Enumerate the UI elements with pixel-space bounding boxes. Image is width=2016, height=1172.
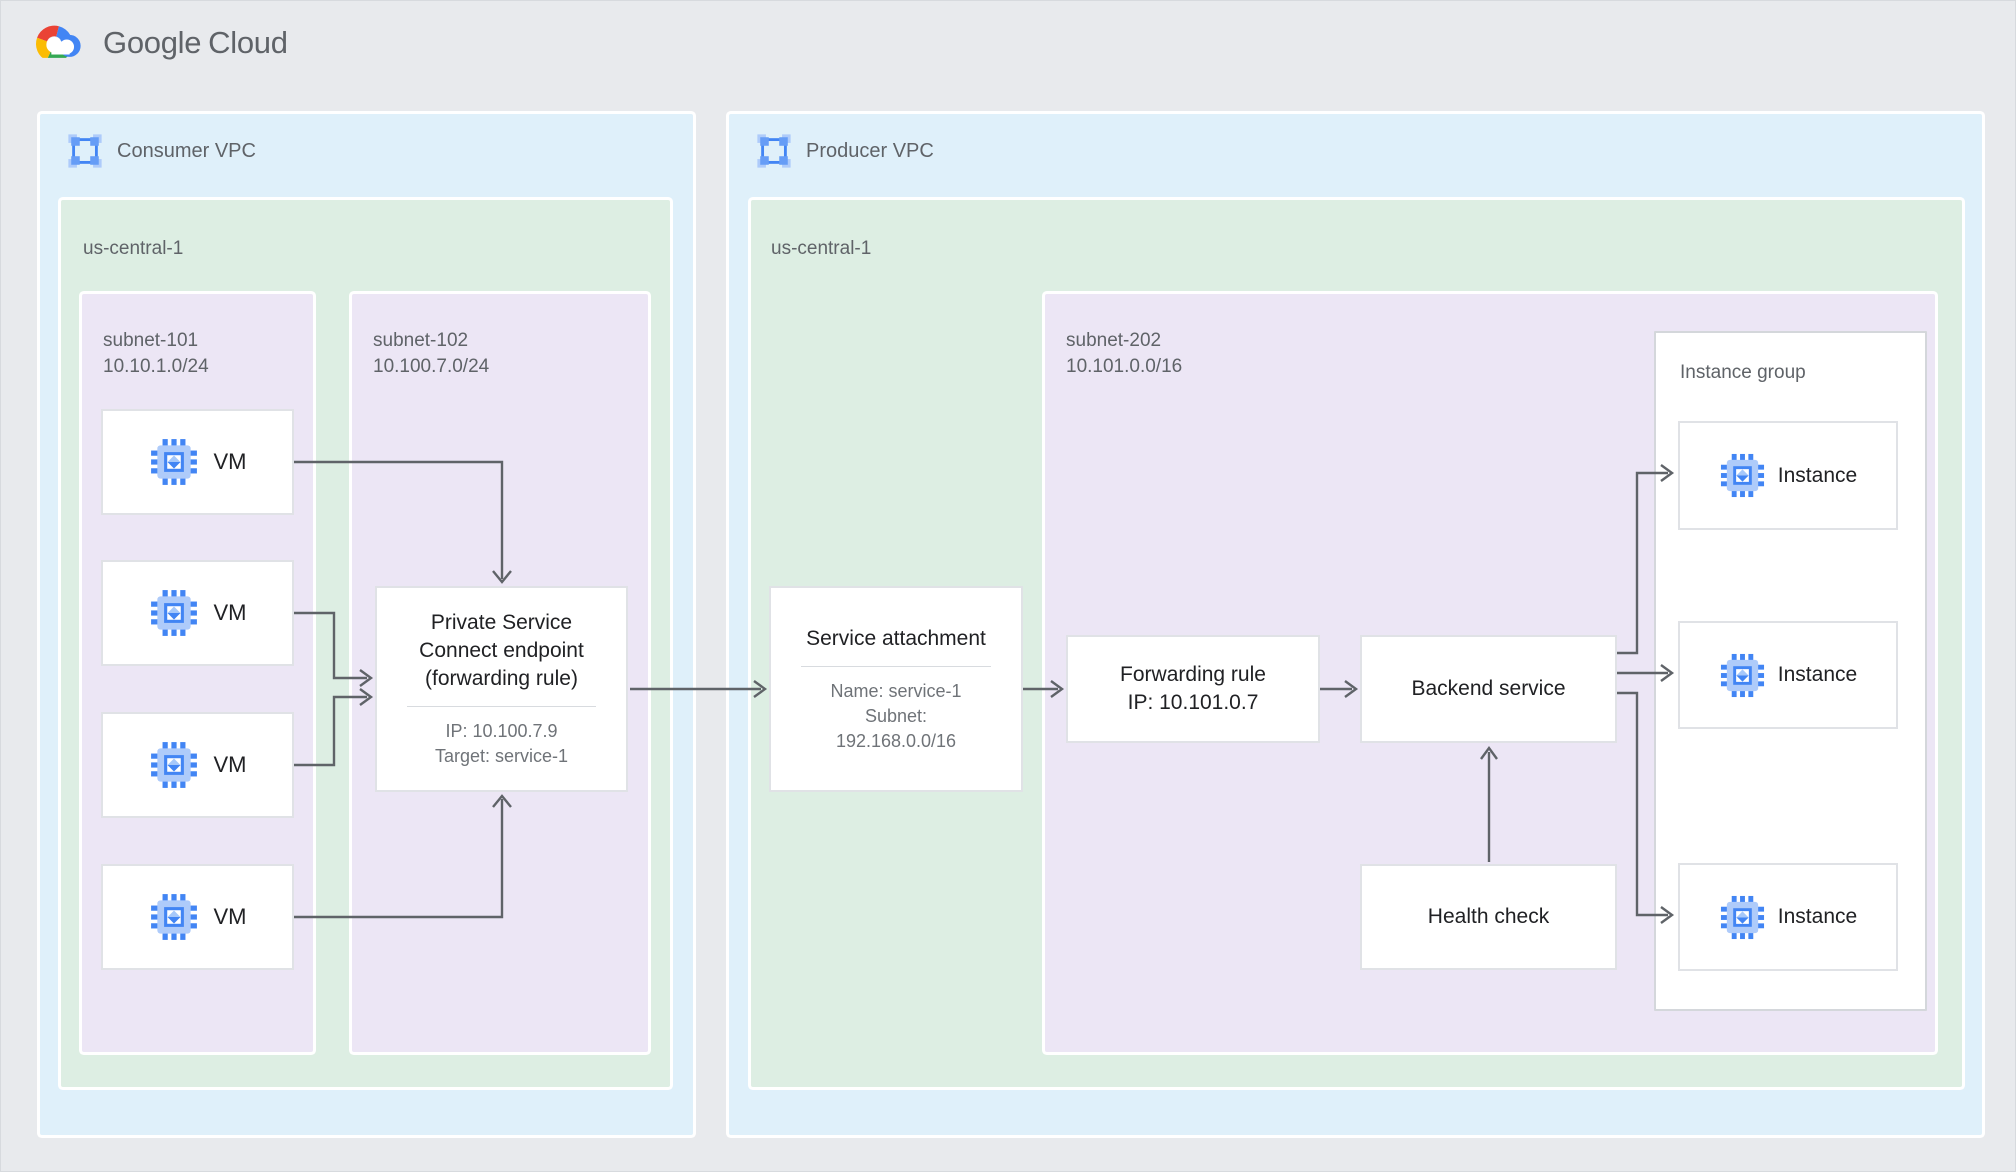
vm-label: VM [213, 752, 247, 777]
subnet-101-label: subnet-101 10.10.1.0/24 [103, 328, 209, 380]
subnet-101-name: subnet-101 [103, 330, 199, 351]
psc-endpoint-ip: IP: 10.100.7.9 [445, 721, 558, 741]
subnet-202-container: subnet-202 10.101.0.0/16 Forwarding rule… [1045, 294, 1935, 1052]
logo-word-cloud: Cloud [208, 25, 288, 60]
service-attachment-title: Service attachment [806, 626, 986, 650]
card-divider [801, 665, 991, 667]
health-check-card: Health check [1360, 864, 1617, 970]
psc-endpoint-card: Private Service Connect endpoint (forwar… [375, 586, 628, 792]
service-attachment-subnet-label: Subnet: [864, 705, 928, 726]
producer-region-label: us-central-1 [771, 238, 872, 259]
instance-group-label: Instance group [1680, 362, 1806, 383]
subnet-102-container: subnet-102 10.100.7.0/24 Private Service… [352, 294, 648, 1052]
instance-label: Instance [1777, 905, 1858, 928]
service-attachment-card: Service attachment Name: service-1 Subne… [769, 586, 1023, 792]
backend-service-card: Backend service [1360, 635, 1617, 743]
psc-endpoint-target: Target: service-1 [434, 746, 569, 766]
subnet-202-name: subnet-202 [1066, 330, 1162, 351]
psc-endpoint-title: Private Service Connect endpoint (forwar… [419, 611, 584, 690]
vm-label: VM [213, 600, 247, 625]
vm-label: VM [213, 449, 247, 474]
compute-engine-icon [149, 740, 199, 790]
compute-engine-icon [1719, 652, 1766, 699]
consumer-vpc-label: Consumer VPC [117, 139, 256, 162]
compute-engine-icon [149, 588, 199, 638]
google-cloud-icon [31, 19, 89, 67]
compute-engine-icon [1719, 452, 1766, 499]
service-attachment-subnet-cidr: 192.168.0.0/16 [835, 730, 957, 751]
vpc-network-icon [66, 132, 104, 170]
vm-node-3: VM [101, 712, 294, 818]
consumer-region-container: us-central-1 subnet-101 10.10.1.0/24 [61, 200, 670, 1087]
producer-vpc-header: Producer VPC [755, 132, 934, 170]
subnet-202-label: subnet-202 10.101.0.0/16 [1066, 328, 1182, 380]
consumer-vpc-container: Consumer VPC us-central-1 subnet-101 10.… [40, 114, 693, 1135]
subnet-101-cidr: 10.10.1.0/24 [103, 356, 209, 377]
forwarding-rule-card: Forwarding rule IP: 10.101.0.7 [1066, 635, 1320, 743]
logo-word-google: Google [103, 25, 202, 60]
health-check-title: Health check [1427, 905, 1550, 928]
vm-node-2: VM [101, 560, 294, 666]
instance-label: Instance [1777, 663, 1858, 686]
producer-vpc-container: Producer VPC us-central-1 Service attach… [729, 114, 1982, 1135]
compute-engine-icon [1719, 894, 1766, 941]
vm-node-4: VM [101, 864, 294, 970]
backend-service-title: Backend service [1411, 677, 1566, 700]
instance-group-container: Instance group Ins [1654, 331, 1927, 1011]
vpc-network-icon [755, 132, 793, 170]
vm-label: VM [213, 904, 247, 929]
subnet-101-container: subnet-101 10.10.1.0/24 [82, 294, 313, 1052]
service-attachment-name: Name: service-1 [830, 680, 962, 701]
compute-engine-icon [149, 437, 199, 487]
forwarding-rule-ip: IP: 10.101.0.7 [1127, 691, 1259, 714]
consumer-vpc-header: Consumer VPC [66, 132, 256, 170]
instance-node-3: Instance [1678, 863, 1898, 971]
forwarding-rule-title: Forwarding rule [1120, 663, 1266, 686]
card-divider [406, 706, 597, 707]
subnet-102-name: subnet-102 [373, 330, 469, 351]
vm-node-1: VM [101, 409, 294, 515]
subnet-102-cidr: 10.100.7.0/24 [373, 356, 490, 377]
subnet-102-label: subnet-102 10.100.7.0/24 [373, 328, 489, 380]
producer-vpc-label: Producer VPC [806, 139, 934, 162]
instance-node-1: Instance [1678, 421, 1898, 530]
producer-region-container: us-central-1 Service attachment Name: se… [751, 200, 1962, 1087]
compute-engine-icon [149, 892, 199, 942]
instance-node-2: Instance [1678, 621, 1898, 729]
subnet-202-cidr: 10.101.0.0/16 [1066, 356, 1183, 377]
consumer-region-label: us-central-1 [83, 238, 184, 259]
instance-label: Instance [1777, 463, 1858, 487]
